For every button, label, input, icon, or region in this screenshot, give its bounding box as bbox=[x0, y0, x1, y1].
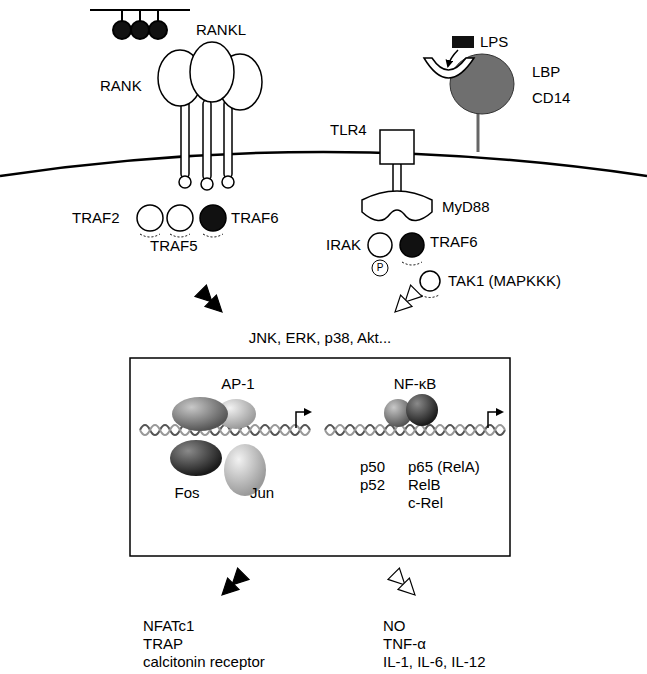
receptor-name: RANK bbox=[100, 77, 142, 94]
drawing-part bbox=[170, 234, 190, 237]
drawing-part bbox=[232, 568, 249, 585]
adaptor-name: TRAF6 bbox=[231, 209, 279, 226]
drawing-part bbox=[205, 295, 222, 312]
target-gene: calcitonin receptor bbox=[143, 653, 265, 670]
nfkb-dimer bbox=[384, 394, 438, 427]
drawing-part bbox=[224, 100, 232, 178]
kinase-name: TAK1 (MAPKKK) bbox=[448, 272, 561, 289]
kinase-list: JNK, ERK, p38, Akt... bbox=[249, 329, 392, 346]
transcription-box bbox=[130, 358, 510, 556]
kinase-name: IRAK bbox=[326, 236, 361, 253]
drawing-part bbox=[137, 205, 163, 231]
myd88-adaptor bbox=[362, 191, 432, 221]
subunit-name: Fos bbox=[174, 484, 199, 501]
drawing-part bbox=[424, 58, 474, 78]
drawing-part bbox=[448, 50, 458, 66]
drawing-part bbox=[113, 21, 131, 39]
lps-recognition bbox=[424, 36, 514, 152]
target-gene: TNF-α bbox=[383, 635, 426, 652]
rank-receptor bbox=[158, 42, 262, 190]
drawing-part bbox=[421, 295, 439, 298]
phospho-mark: P bbox=[377, 262, 384, 274]
protein-name: LBP bbox=[532, 63, 560, 80]
drawing-part bbox=[190, 42, 234, 102]
pathway-arrows bbox=[195, 285, 422, 312]
target-gene: IL-1, IL-6, IL-12 bbox=[383, 653, 486, 670]
drawing-part bbox=[395, 295, 412, 312]
drawing-part bbox=[477, 110, 480, 152]
drawing-part bbox=[149, 21, 167, 39]
drawing-part bbox=[172, 397, 228, 431]
drawing-part bbox=[203, 100, 211, 180]
rankl-ligand bbox=[90, 10, 190, 39]
drawing-part bbox=[222, 578, 239, 595]
drawing-part bbox=[170, 440, 222, 476]
drawing-part bbox=[398, 578, 415, 595]
subunit-name: p52 bbox=[360, 476, 385, 493]
target-gene: TRAP bbox=[143, 635, 183, 652]
drawing-part bbox=[222, 176, 234, 188]
drawing-part bbox=[181, 100, 189, 178]
drawing-part bbox=[368, 233, 392, 257]
drawing-part bbox=[201, 178, 213, 190]
drawing-part bbox=[203, 234, 223, 237]
target-gene: NFATc1 bbox=[143, 617, 194, 634]
drawing-part bbox=[402, 262, 422, 265]
receptor-name: TLR4 bbox=[330, 121, 367, 138]
adaptor-name: TRAF2 bbox=[72, 209, 120, 226]
drawing-part bbox=[140, 234, 160, 237]
output-arrows bbox=[222, 568, 415, 595]
drawing-part bbox=[406, 394, 438, 426]
factor-name: AP-1 bbox=[221, 375, 254, 392]
ap1-complex: AP-1Fos Jun bbox=[140, 365, 310, 505]
drawing-part bbox=[388, 568, 405, 585]
subunit-name: c-Rel bbox=[408, 494, 443, 511]
drawing-part bbox=[131, 21, 149, 39]
factor-name: NF-κB bbox=[394, 375, 437, 392]
ligand-name: RANKL bbox=[196, 21, 246, 38]
drawing-part bbox=[405, 285, 422, 302]
adaptor-name: TRAF6 bbox=[430, 233, 478, 250]
subunit-name: RelB bbox=[408, 476, 441, 493]
drawing-part bbox=[195, 285, 212, 302]
adaptor-name: MyD88 bbox=[442, 198, 490, 215]
drawing-part bbox=[488, 412, 502, 428]
drawing-part bbox=[450, 54, 514, 114]
adaptor-name: TRAF5 bbox=[150, 237, 198, 254]
subunit-name: Jun bbox=[250, 484, 274, 501]
traf-adaptors bbox=[137, 205, 226, 237]
subunit-name: p65 (RelA) bbox=[408, 458, 480, 475]
drawing-part bbox=[420, 271, 440, 291]
drawing-part bbox=[200, 205, 226, 231]
drawing-part bbox=[167, 205, 193, 231]
ap1-dimer bbox=[170, 397, 266, 496]
drawing-part bbox=[325, 425, 505, 435]
subunit-name: p50 bbox=[360, 458, 385, 475]
nfkb-complex: NF-κB p50p52 p65 (RelA)RelBc-Rel bbox=[325, 365, 505, 513]
drawing-part bbox=[296, 412, 310, 428]
ligand-name: LPS bbox=[480, 33, 508, 50]
tlr4-receptor bbox=[380, 130, 414, 196]
drawing-part bbox=[179, 176, 191, 188]
tlr-signal-complex bbox=[368, 233, 440, 298]
drawing-part bbox=[372, 260, 388, 276]
drawing-part bbox=[400, 233, 424, 257]
target-gene: NO bbox=[383, 617, 406, 634]
drawing-part bbox=[380, 130, 414, 164]
drawing-part bbox=[452, 36, 474, 48]
protein-name: CD14 bbox=[532, 89, 570, 106]
cell-membrane bbox=[0, 152, 647, 176]
drawing-part bbox=[325, 425, 505, 435]
